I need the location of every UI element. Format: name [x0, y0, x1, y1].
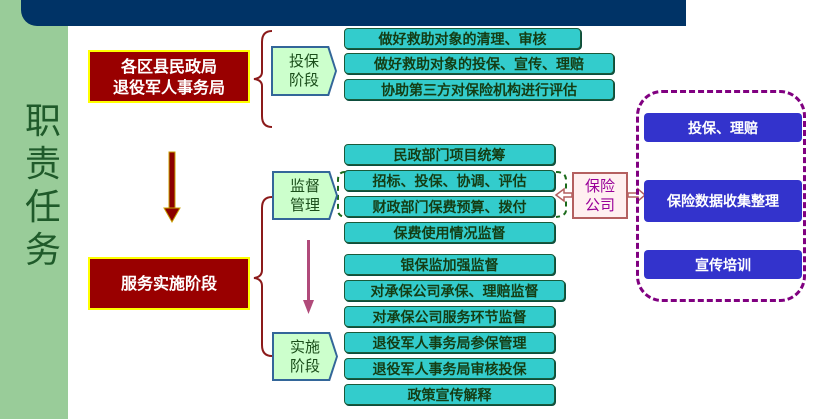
top-bar	[21, 0, 686, 26]
implement-box: 服务实施阶段	[88, 257, 250, 310]
stage-execute-l2: 阶段	[289, 356, 320, 375]
stage-supervise: 监督管理	[272, 171, 338, 220]
insurer-task: 保险数据收集整理	[644, 180, 802, 222]
side-strip	[0, 0, 68, 419]
insurer-l2: 公司	[584, 195, 615, 214]
stage-execute-l1: 实施	[289, 337, 320, 356]
stage-insure-l2: 阶段	[288, 71, 319, 89]
dashed-bracket-left	[337, 171, 346, 218]
task-item: 做好救助对象的清理、审核	[344, 28, 581, 49]
task-item: 协助第三方对保险机构进行评估	[344, 79, 614, 100]
task-item: 银保监加强监督	[344, 254, 555, 275]
agency-line2: 退役军人事务局	[112, 77, 225, 97]
stage-insure-l1: 投保	[288, 52, 319, 70]
insurer-task: 投保、理赔	[644, 113, 802, 142]
insurer-tasks-group	[636, 90, 806, 302]
agency-box: 各区县民政局 退役军人事务局	[88, 50, 250, 103]
brace-implement	[253, 196, 273, 357]
down-arrow	[163, 151, 181, 224]
stage-supervise-l1: 监督	[289, 176, 320, 195]
task-item: 民政部门项目统筹	[344, 144, 555, 165]
page-title: 职责任务	[24, 101, 61, 271]
task-item: 退役军人事务局参保管理	[344, 332, 555, 353]
task-item: 做好救助对象的投保、宣传、理赔	[344, 53, 614, 74]
small-arrow	[303, 240, 314, 314]
double-arrow-left	[554, 187, 573, 203]
agency-line1: 各区县民政局	[120, 56, 217, 76]
brace-insure	[253, 30, 273, 128]
task-item: 对承保公司服务环节监督	[344, 306, 555, 327]
stage-execute: 实施阶段	[272, 332, 338, 381]
stage-insure: 投保阶段	[271, 46, 337, 96]
task-item: 退役军人事务局审核投保	[344, 358, 555, 379]
task-item: 财政部门保费预算、拨付	[344, 196, 555, 217]
task-item: 对承保公司承保、理赔监督	[344, 280, 565, 301]
insurer-task: 宣传培训	[644, 250, 802, 279]
insurer-l1: 保险	[584, 176, 615, 195]
stage-supervise-l2: 管理	[289, 195, 320, 214]
task-item: 保费使用情况监督	[344, 222, 555, 243]
task-item: 政策宣传解释	[344, 384, 555, 405]
task-item: 招标、投保、协调、评估	[344, 170, 555, 191]
insurer-box: 保险 公司	[572, 172, 628, 219]
